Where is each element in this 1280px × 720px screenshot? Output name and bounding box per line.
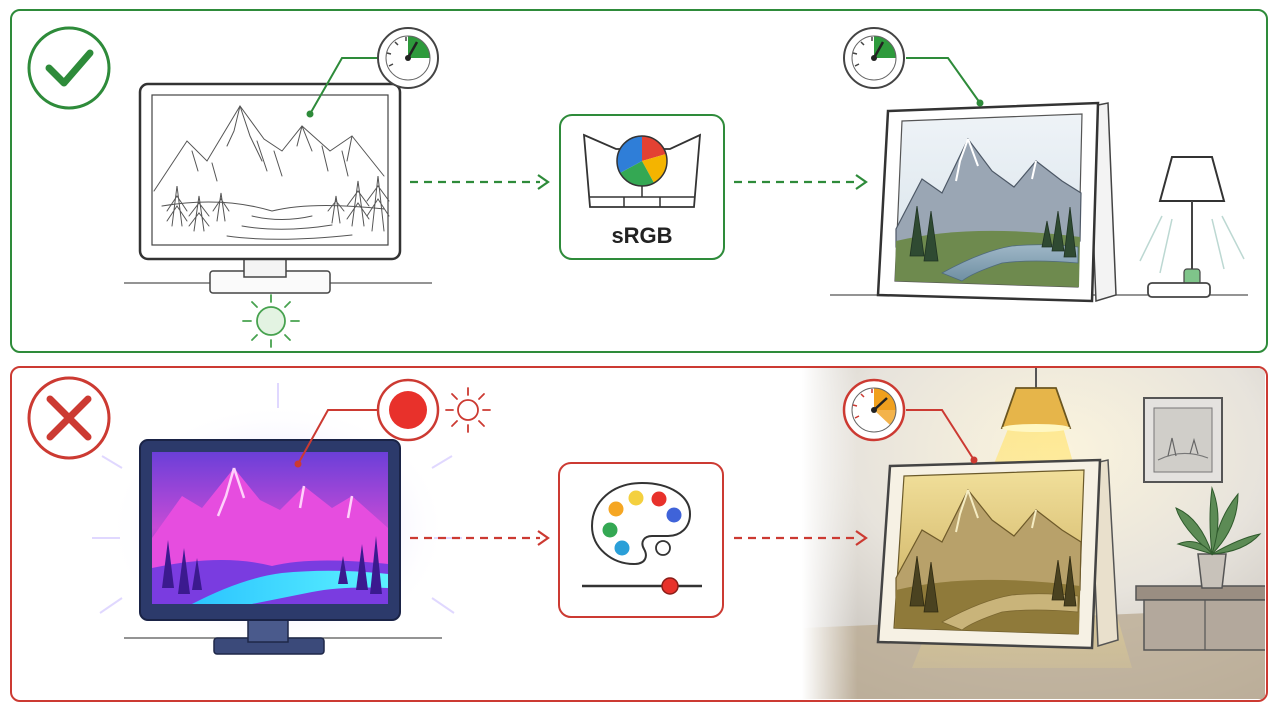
monitor-callout-line xyxy=(297,409,380,465)
orange-gauge-icon xyxy=(842,378,906,442)
color-cast-print xyxy=(876,456,1119,650)
monitor-callout-line xyxy=(309,57,380,115)
green-gauge-icon xyxy=(377,27,439,89)
arrow-to-palette xyxy=(410,530,550,546)
red-dot-icon xyxy=(376,378,440,442)
green-gauge-icon xyxy=(843,27,905,89)
print-callout-line xyxy=(906,409,975,461)
srgb-label: sRGB xyxy=(611,223,672,248)
incorrect-workflow-diagram xyxy=(27,368,1265,699)
cross-icon xyxy=(27,376,111,460)
arrow-to-print xyxy=(734,174,868,190)
correct-workflow-panel: sRGB xyxy=(10,9,1268,353)
srgb-chart-icon xyxy=(582,133,702,208)
bright-sun-icon xyxy=(445,387,491,433)
srgb-profile-box: sRGB xyxy=(559,114,725,260)
palette-adjust-box xyxy=(558,462,724,618)
incorrect-workflow-panel xyxy=(10,366,1268,702)
oversaturated-monitor xyxy=(92,383,462,655)
soft-light-icon xyxy=(242,294,300,348)
arrow-to-profile xyxy=(410,174,550,190)
print-callout-line xyxy=(906,57,981,104)
accurate-print xyxy=(830,99,1248,303)
arrow-to-print xyxy=(734,530,868,546)
saturation-slider-icon xyxy=(582,577,702,595)
correct-workflow-diagram: sRGB xyxy=(27,26,1248,348)
warm-lamp-icon xyxy=(1000,368,1072,432)
sketch-landscape xyxy=(153,105,390,240)
wall-picture xyxy=(1143,397,1223,483)
neutral-lamp-icon xyxy=(1139,156,1245,298)
palette-icon xyxy=(590,481,692,566)
calibrated-monitor xyxy=(138,82,402,294)
sideboard-with-plant xyxy=(1135,486,1265,651)
check-icon xyxy=(27,26,111,110)
